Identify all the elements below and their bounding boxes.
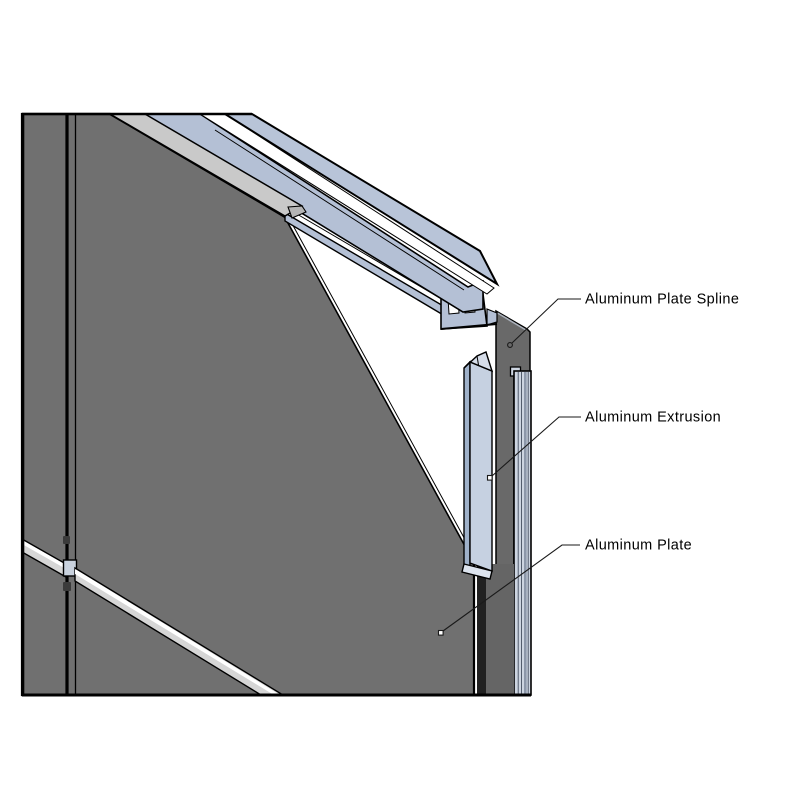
- callout-extrusion: Aluminum Extrusion: [486, 410, 721, 481]
- panel-top-return-end-fold: [287, 205, 307, 219]
- callout-plate: Aluminum Plate: [437, 538, 692, 636]
- rail-hook-foot: [486, 308, 498, 326]
- joint-clip-nub-bottom: [63, 582, 71, 591]
- panel-return-shadow: [486, 564, 514, 695]
- vertical-extrusion-front-face: [469, 360, 493, 572]
- leader-line-extrusion: [491, 416, 581, 477]
- horizontal-joint-left-highlight: [22, 540, 66, 569]
- spline-top-highlight: [497, 312, 527, 331]
- vertical-extrusion-bottom-cap: [461, 563, 493, 580]
- joint-clip: [62, 559, 78, 577]
- leader-marker-spline: [507, 342, 513, 348]
- rail-web-fold-line: [214, 129, 465, 291]
- panel-return-dark-bar: [477, 566, 486, 695]
- vertical-extrusion-side-face: [463, 360, 471, 572]
- callout-spline: Aluminum Plate Spline: [507, 292, 739, 348]
- edge-band-stripe-dark: [524, 372, 527, 694]
- leader-line-spline: [511, 298, 581, 344]
- leader-marker-plate: [437, 629, 444, 636]
- rail-bottom-edge-line: [440, 323, 498, 330]
- leader-marker-extrusion: [486, 474, 493, 481]
- label-aluminum-plate-spline: Aluminum Plate Spline: [585, 292, 739, 308]
- aluminum-plate-face: [20, 112, 476, 697]
- horizontal-joint-right-highlight: [75, 569, 280, 695]
- leader-line-plate: [442, 544, 580, 632]
- label-aluminum-extrusion: Aluminum Extrusion: [585, 410, 721, 426]
- label-aluminum-plate: Aluminum Plate: [585, 538, 692, 554]
- vertical-extrusion-top-notch: [476, 355, 479, 366]
- joint-clip-nub-top: [63, 536, 70, 544]
